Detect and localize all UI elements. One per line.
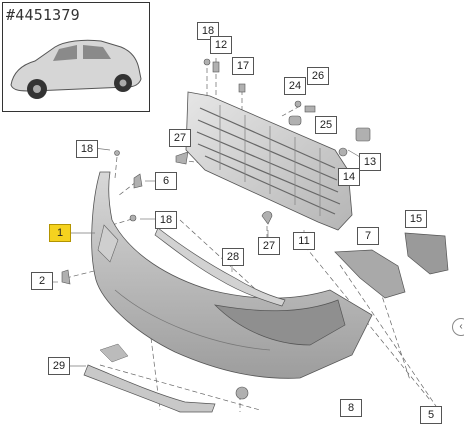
callout-15[interactable]: 15 [405, 210, 427, 228]
callout-7[interactable]: 7 [357, 227, 379, 245]
callout-14[interactable]: 14 [338, 168, 360, 186]
callout-27-upper[interactable]: 27 [169, 129, 191, 147]
lower-spoiler [83, 364, 216, 413]
callout-6[interactable]: 6 [155, 172, 177, 190]
callout-11[interactable]: 11 [293, 232, 315, 250]
air-intake [334, 249, 406, 299]
callout-27-lower[interactable]: 27 [258, 237, 280, 255]
callout-2[interactable]: 2 [31, 272, 53, 290]
document-id: #4451379 [6, 6, 80, 24]
callout-5[interactable]: 5 [420, 406, 442, 424]
callout-18-left[interactable]: 18 [76, 140, 98, 158]
intake-bracket [404, 232, 449, 275]
callout-leaders [49, 147, 361, 367]
trim-strip [154, 227, 286, 307]
callout-1[interactable]: 1 [49, 224, 71, 242]
callout-29[interactable]: 29 [48, 357, 70, 375]
radiator-grille [185, 91, 353, 231]
callout-13[interactable]: 13 [359, 153, 381, 171]
callout-28[interactable]: 28 [222, 248, 244, 266]
vehicle-thumbnail [2, 2, 150, 112]
callout-18-mid[interactable]: 18 [155, 211, 177, 229]
callout-18-top[interactable]: 18 [197, 22, 219, 40]
callout-12[interactable]: 12 [210, 36, 232, 54]
callout-17[interactable]: 17 [232, 57, 254, 75]
callout-24[interactable]: 24 [284, 77, 306, 95]
bumper-cover [91, 171, 373, 379]
callout-25[interactable]: 25 [315, 116, 337, 134]
car-suv-icon [10, 39, 142, 99]
small-fasteners [61, 58, 371, 400]
callout-8[interactable]: 8 [340, 399, 362, 417]
chevron-icon[interactable]: ‹ [452, 318, 464, 336]
callout-26[interactable]: 26 [307, 67, 329, 85]
